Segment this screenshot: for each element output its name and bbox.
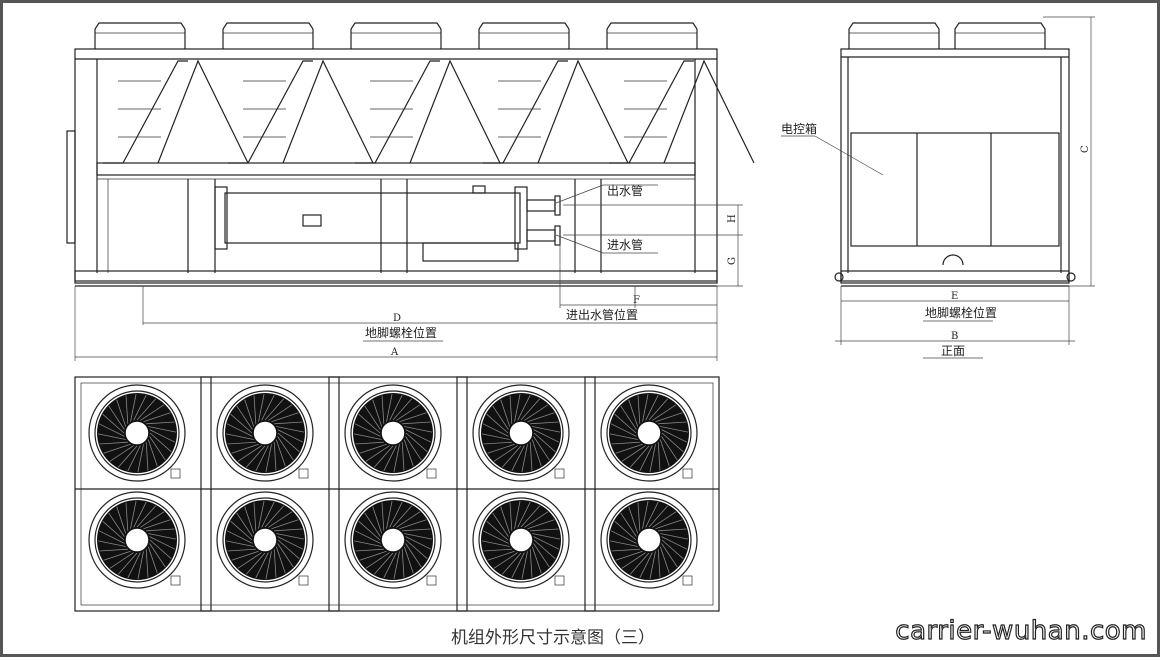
front-fan-housings (848, 22, 1046, 49)
side-fan-housing (350, 22, 442, 49)
outlet-pipe-label: 出水管 (607, 183, 643, 198)
dim-f-label: F (633, 295, 640, 306)
top-fan (344, 491, 442, 589)
v-coil (609, 60, 694, 164)
top-fans (88, 376, 698, 612)
front-fan-housing (954, 22, 1046, 49)
top-divider (584, 376, 596, 612)
top-fan (344, 384, 442, 482)
front-body (840, 48, 1070, 282)
front-view (781, 16, 1095, 359)
top-view (74, 376, 720, 612)
dim-b-label: B (951, 331, 958, 342)
control-box (850, 132, 1060, 247)
dim-c-label: C (1080, 145, 1091, 153)
top-divider (456, 376, 468, 612)
heat-exchanger-shell (224, 192, 521, 244)
pipe-position-label: 进出水管位置 (566, 307, 638, 322)
side-view (66, 22, 755, 361)
technical-drawing: 出水管 进水管 进出水管位置 地脚螺栓位置 地脚螺栓位置 电控箱 正面 A B … (66, 16, 1095, 648)
front-fan-housing (848, 22, 940, 49)
dim-h-label: H (727, 214, 738, 223)
dim-d-label: D (393, 313, 401, 324)
dim-g-label: G (727, 257, 738, 265)
v-coil (483, 60, 568, 164)
top-fan (600, 491, 698, 589)
labels: 出水管 进水管 进出水管位置 地脚螺栓位置 地脚螺栓位置 电控箱 正面 A B … (365, 121, 1091, 648)
anchor-bolt-label-left: 地脚螺栓位置 (365, 325, 437, 340)
control-box-label: 电控箱 (781, 121, 817, 136)
top-fan (600, 384, 698, 482)
front-view-label: 正面 (941, 344, 965, 358)
side-fan-housing (94, 22, 186, 49)
inlet-nozzle (526, 229, 556, 242)
top-divider (200, 376, 212, 612)
v-coil (103, 60, 188, 164)
side-fan-housing (606, 22, 698, 49)
inlet-pipe-label: 进水管 (607, 237, 643, 252)
dim-e-label: E (951, 291, 958, 302)
top-fan (216, 384, 314, 482)
top-fan (472, 491, 570, 589)
top-fan (88, 384, 186, 482)
top-fan (88, 491, 186, 589)
outlet-nozzle (526, 199, 556, 212)
watermark: carrier-wuhan.com (895, 615, 1147, 646)
drawing-caption: 机组外形尺寸示意图（三） (451, 628, 655, 648)
dim-a-label: A (390, 347, 399, 358)
nameplate (302, 214, 322, 227)
top-fan (472, 384, 570, 482)
base-frame (74, 270, 718, 284)
top-fan (216, 491, 314, 589)
v-coils (103, 59, 755, 164)
side-fan-housings (94, 22, 698, 49)
top-body (74, 376, 720, 612)
mid-rail (96, 162, 696, 176)
top-divider (328, 376, 340, 612)
side-fan-housing (222, 22, 314, 49)
side-fan-housing (478, 22, 570, 49)
anchor-bolt-label-right: 地脚螺栓位置 (925, 305, 997, 320)
v-coil (355, 60, 440, 164)
